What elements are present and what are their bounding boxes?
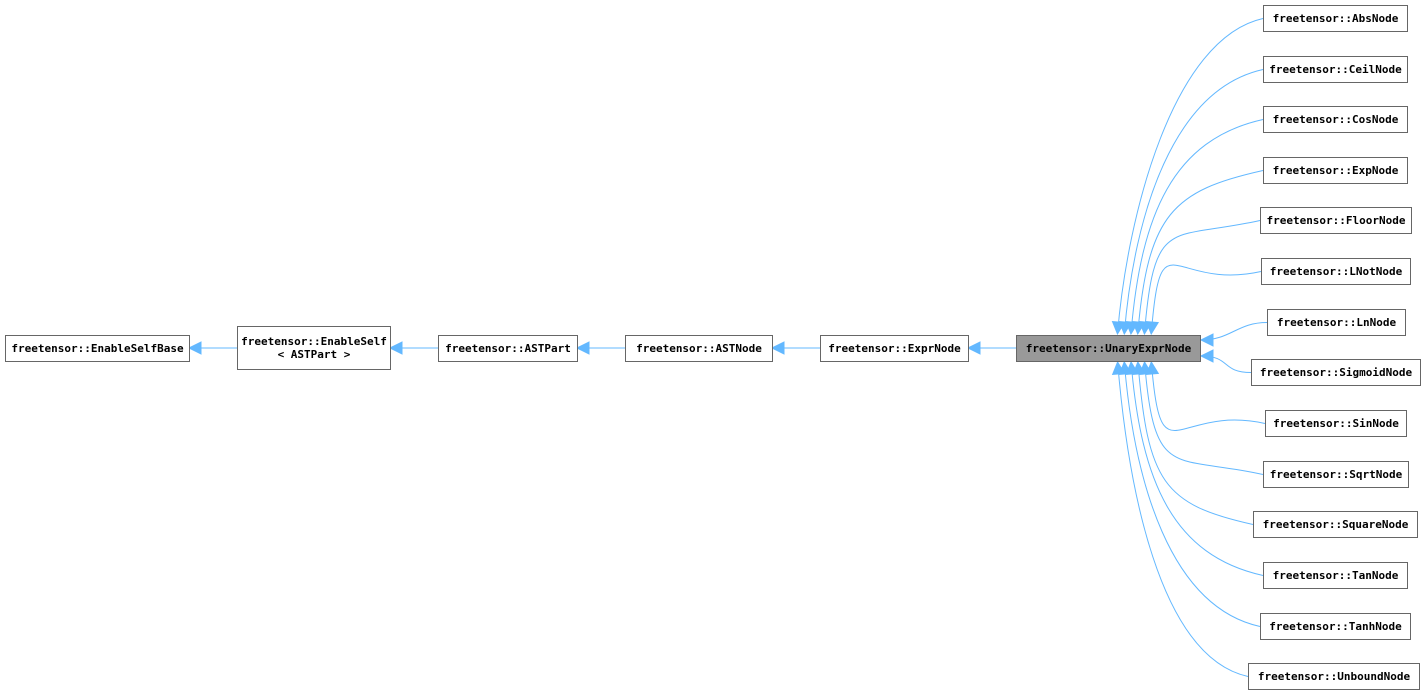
inheritance-edge <box>1117 361 1249 677</box>
node-ceil[interactable]: freetensor::CeilNode <box>1263 56 1408 83</box>
node-label: freetensor::SigmoidNode <box>1259 366 1413 379</box>
arrowhead <box>1199 333 1214 347</box>
node-unbound[interactable]: freetensor::UnboundNode <box>1248 663 1420 690</box>
node-label-line2: < ASTPart > <box>277 348 351 361</box>
inheritance-edge <box>1123 69 1264 335</box>
node-label: freetensor::ASTNode <box>636 342 762 355</box>
arrowhead <box>388 341 403 355</box>
node-exp[interactable]: freetensor::ExpNode <box>1263 157 1408 184</box>
inheritance-edge <box>1143 220 1261 335</box>
arrowhead <box>966 341 981 355</box>
arrowhead <box>1111 360 1126 376</box>
arrowhead <box>770 341 785 355</box>
inheritance-edge <box>1137 361 1254 525</box>
node-label: freetensor::SqrtNode <box>1269 468 1403 481</box>
inheritance-edge <box>1144 361 1264 475</box>
arrowhead <box>1145 320 1160 336</box>
node-ast-node[interactable]: freetensor::ASTNode <box>625 335 773 362</box>
inheritance-edge <box>1130 119 1264 335</box>
node-sigmoid[interactable]: freetensor::SigmoidNode <box>1251 359 1421 386</box>
node-label: freetensor::UnboundNode <box>1257 670 1411 683</box>
node-lnot[interactable]: freetensor::LNotNode <box>1261 258 1411 285</box>
node-label: freetensor::EnableSelfBase <box>11 342 184 355</box>
node-sqrt[interactable]: freetensor::SqrtNode <box>1263 461 1409 488</box>
arrowhead <box>575 341 590 355</box>
node-label-line1: freetensor::EnableSelf <box>241 335 387 348</box>
node-expr-node[interactable]: freetensor::ExprNode <box>820 335 969 362</box>
inheritance-edge <box>1137 170 1264 335</box>
arrowhead <box>1199 349 1214 363</box>
node-label: freetensor::TanhNode <box>1269 620 1402 633</box>
node-square[interactable]: freetensor::SquareNode <box>1253 511 1418 538</box>
inheritance-edge <box>1116 18 1264 335</box>
node-label: freetensor::SinNode <box>1273 417 1399 430</box>
node-label: freetensor::CeilNode <box>1269 63 1402 76</box>
node-enable-self-base[interactable]: freetensor::EnableSelfBase <box>5 335 190 362</box>
node-abs[interactable]: freetensor::AbsNode <box>1263 5 1408 32</box>
node-ast-part[interactable]: freetensor::ASTPart <box>438 335 578 362</box>
node-label: freetensor::UnaryExprNode <box>1025 342 1192 355</box>
arrowhead <box>187 341 202 355</box>
node-label: freetensor::CosNode <box>1272 113 1399 126</box>
node-ln[interactable]: freetensor::LnNode <box>1267 309 1406 336</box>
node-enable-self[interactable]: freetensor::EnableSelf < ASTPart > <box>237 326 391 370</box>
node-label: freetensor::SquareNode <box>1262 518 1409 531</box>
node-label: freetensor::TanNode <box>1272 569 1399 582</box>
inheritance-edge <box>1150 361 1266 431</box>
node-cos[interactable]: freetensor::CosNode <box>1263 106 1408 133</box>
node-unary-expr-node: freetensor::UnaryExprNode <box>1016 335 1201 362</box>
node-tanh[interactable]: freetensor::TanhNode <box>1260 613 1411 640</box>
inheritance-edge <box>1123 361 1261 627</box>
node-label: freetensor::LNotNode <box>1269 265 1403 278</box>
inheritance-edge <box>1130 361 1264 576</box>
node-label: freetensor::FloorNode <box>1266 214 1406 227</box>
node-label: freetensor::ExpNode <box>1272 164 1399 177</box>
inheritance-edge <box>1150 264 1262 335</box>
node-label: freetensor::LnNode <box>1276 316 1397 329</box>
node-label: freetensor::AbsNode <box>1272 12 1399 25</box>
node-tan[interactable]: freetensor::TanNode <box>1263 562 1408 589</box>
node-label: freetensor::ExprNode <box>828 342 961 355</box>
node-label: freetensor::ASTPart <box>445 342 571 355</box>
node-sin[interactable]: freetensor::SinNode <box>1265 410 1407 437</box>
node-floor[interactable]: freetensor::FloorNode <box>1260 207 1412 234</box>
